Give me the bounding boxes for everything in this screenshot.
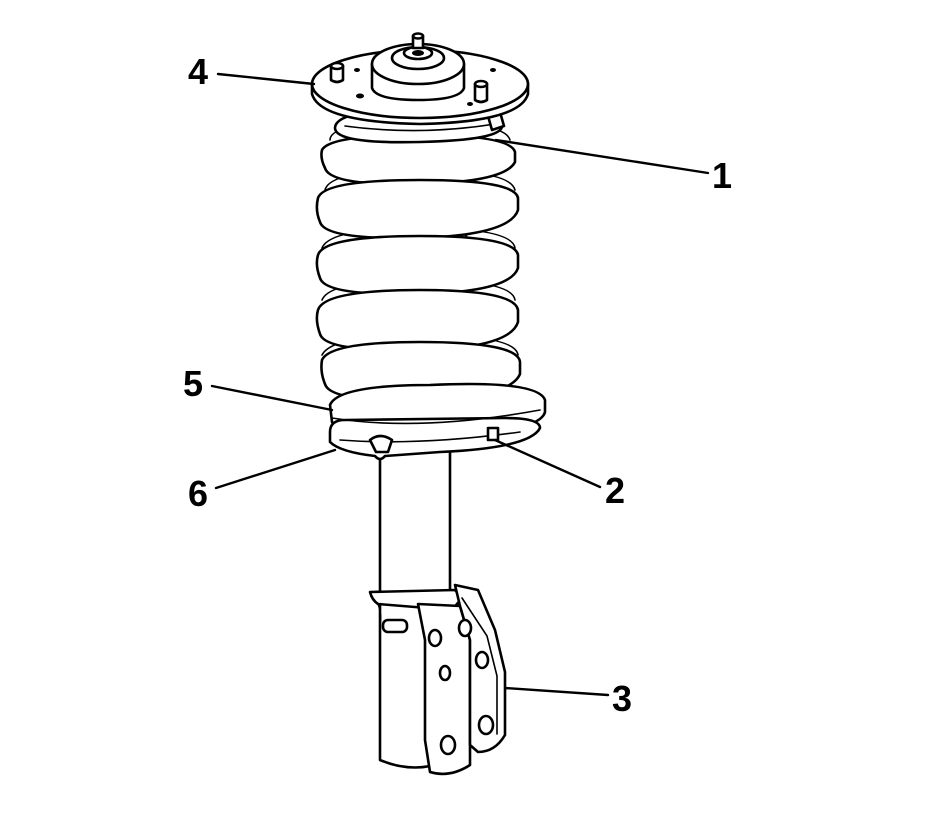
leader-line-5 xyxy=(210,384,334,412)
lower-spring-seat xyxy=(328,416,542,461)
leader-line-1 xyxy=(494,138,710,175)
callout-2: 2 xyxy=(605,470,625,511)
mount-stud xyxy=(473,79,489,104)
lower-insulator xyxy=(331,409,541,425)
mount-stud xyxy=(329,61,345,84)
strut-mount xyxy=(310,32,530,126)
callout-1: 1 xyxy=(712,155,732,196)
callout-6: 6 xyxy=(188,473,208,514)
leader-lines xyxy=(210,72,710,697)
leader-line-6 xyxy=(214,448,337,490)
callout-4: 4 xyxy=(188,51,208,92)
knuckle-bracket xyxy=(368,583,507,776)
leader-line-3 xyxy=(503,686,610,697)
leader-line-2 xyxy=(493,438,602,489)
coil-spring xyxy=(315,121,547,440)
callout-5: 5 xyxy=(183,363,203,404)
leader-line-4 xyxy=(216,72,316,86)
callouts: 1 2 3 4 5 6 xyxy=(183,51,732,719)
callout-3: 3 xyxy=(612,678,632,719)
